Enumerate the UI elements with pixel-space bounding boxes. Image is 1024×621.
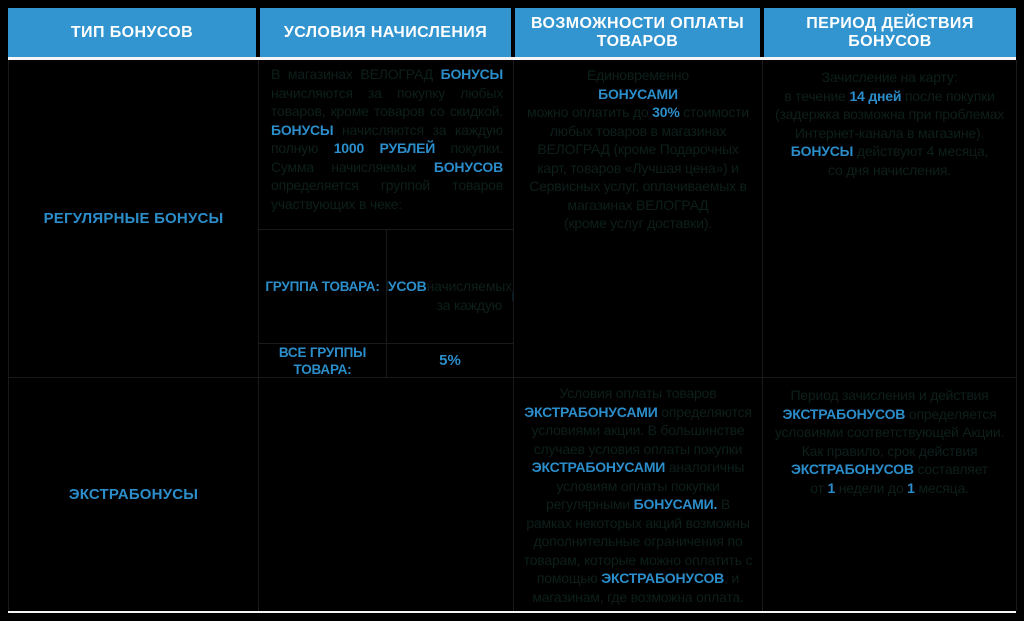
extra-bonuses-label: ЭКСТРАБОНУСЫ [68, 486, 199, 503]
subtable-all-groups-label: ВСЕ ГРУППЫ ТОВАРА: [259, 344, 387, 377]
cell-extra-bonuses-type: ЭКСТРАБОНУСЫ [9, 378, 259, 611]
subtable-all-groups-value: 5% [439, 352, 461, 369]
header-cell-bonus-type: ТИП БОНУСОВ [8, 8, 258, 57]
table-body: РЕГУЛЯРНЫЕ БОНУСЫ В магазинах ВЕЛОГРАД Б… [8, 60, 1017, 611]
header-cell-payment-options: ВОЗМОЖНОСТИ ОПЛАТЫ ТОВАРОВ [513, 8, 762, 57]
regular-bonuses-label: РЕГУЛЯРНЫЕ БОНУСЫ [43, 210, 224, 227]
cell-extra-bonuses-payment: Условия оплаты товаров ЭКСТРАБОНУСАМИ оп… [514, 378, 763, 611]
header-underline [8, 57, 1016, 60]
table-bottom-border [8, 611, 1016, 613]
subtable-group-label: ГРУППА ТОВАРА: [259, 230, 387, 344]
product-group-subtable: ГРУППА ТОВАРА: Сумма регулярных БОНУСОВ … [259, 229, 513, 377]
subtable-group-value: Сумма регулярных БОНУСОВ начисляемых за … [387, 230, 513, 344]
cell-extra-bonuses-conditions [259, 378, 514, 611]
table-header-row: ТИП БОНУСОВ УСЛОВИЯ НАЧИСЛЕНИЯ ВОЗМОЖНОС… [8, 8, 1016, 57]
bonus-table: ТИП БОНУСОВ УСЛОВИЯ НАЧИСЛЕНИЯ ВОЗМОЖНОС… [8, 8, 1017, 613]
regular-conditions-paragraph: В магазинах ВЕЛОГРАД БОНУСЫ начисляются … [271, 66, 507, 212]
cell-regular-bonuses-type: РЕГУЛЯРНЫЕ БОНУСЫ [9, 60, 259, 378]
header-cell-validity-period: ПЕРИОД ДЕЙСТВИЯ БОНУСОВ [762, 8, 1016, 57]
cell-regular-bonuses-conditions: В магазинах ВЕЛОГРАД БОНУСЫ начисляются … [259, 60, 514, 378]
cell-regular-bonuses-period: Зачисление на карту: в течение 14 дней п… [763, 60, 1017, 378]
header-cell-accrual-conditions: УСЛОВИЯ НАЧИСЛЕНИЯ [258, 8, 513, 57]
cell-regular-bonuses-payment: Единовременно БОНУСАМИ можно оплатить до… [514, 60, 763, 378]
cell-extra-bonuses-period: Период зачисления и действия ЭКСТРАБОНУС… [763, 378, 1017, 611]
